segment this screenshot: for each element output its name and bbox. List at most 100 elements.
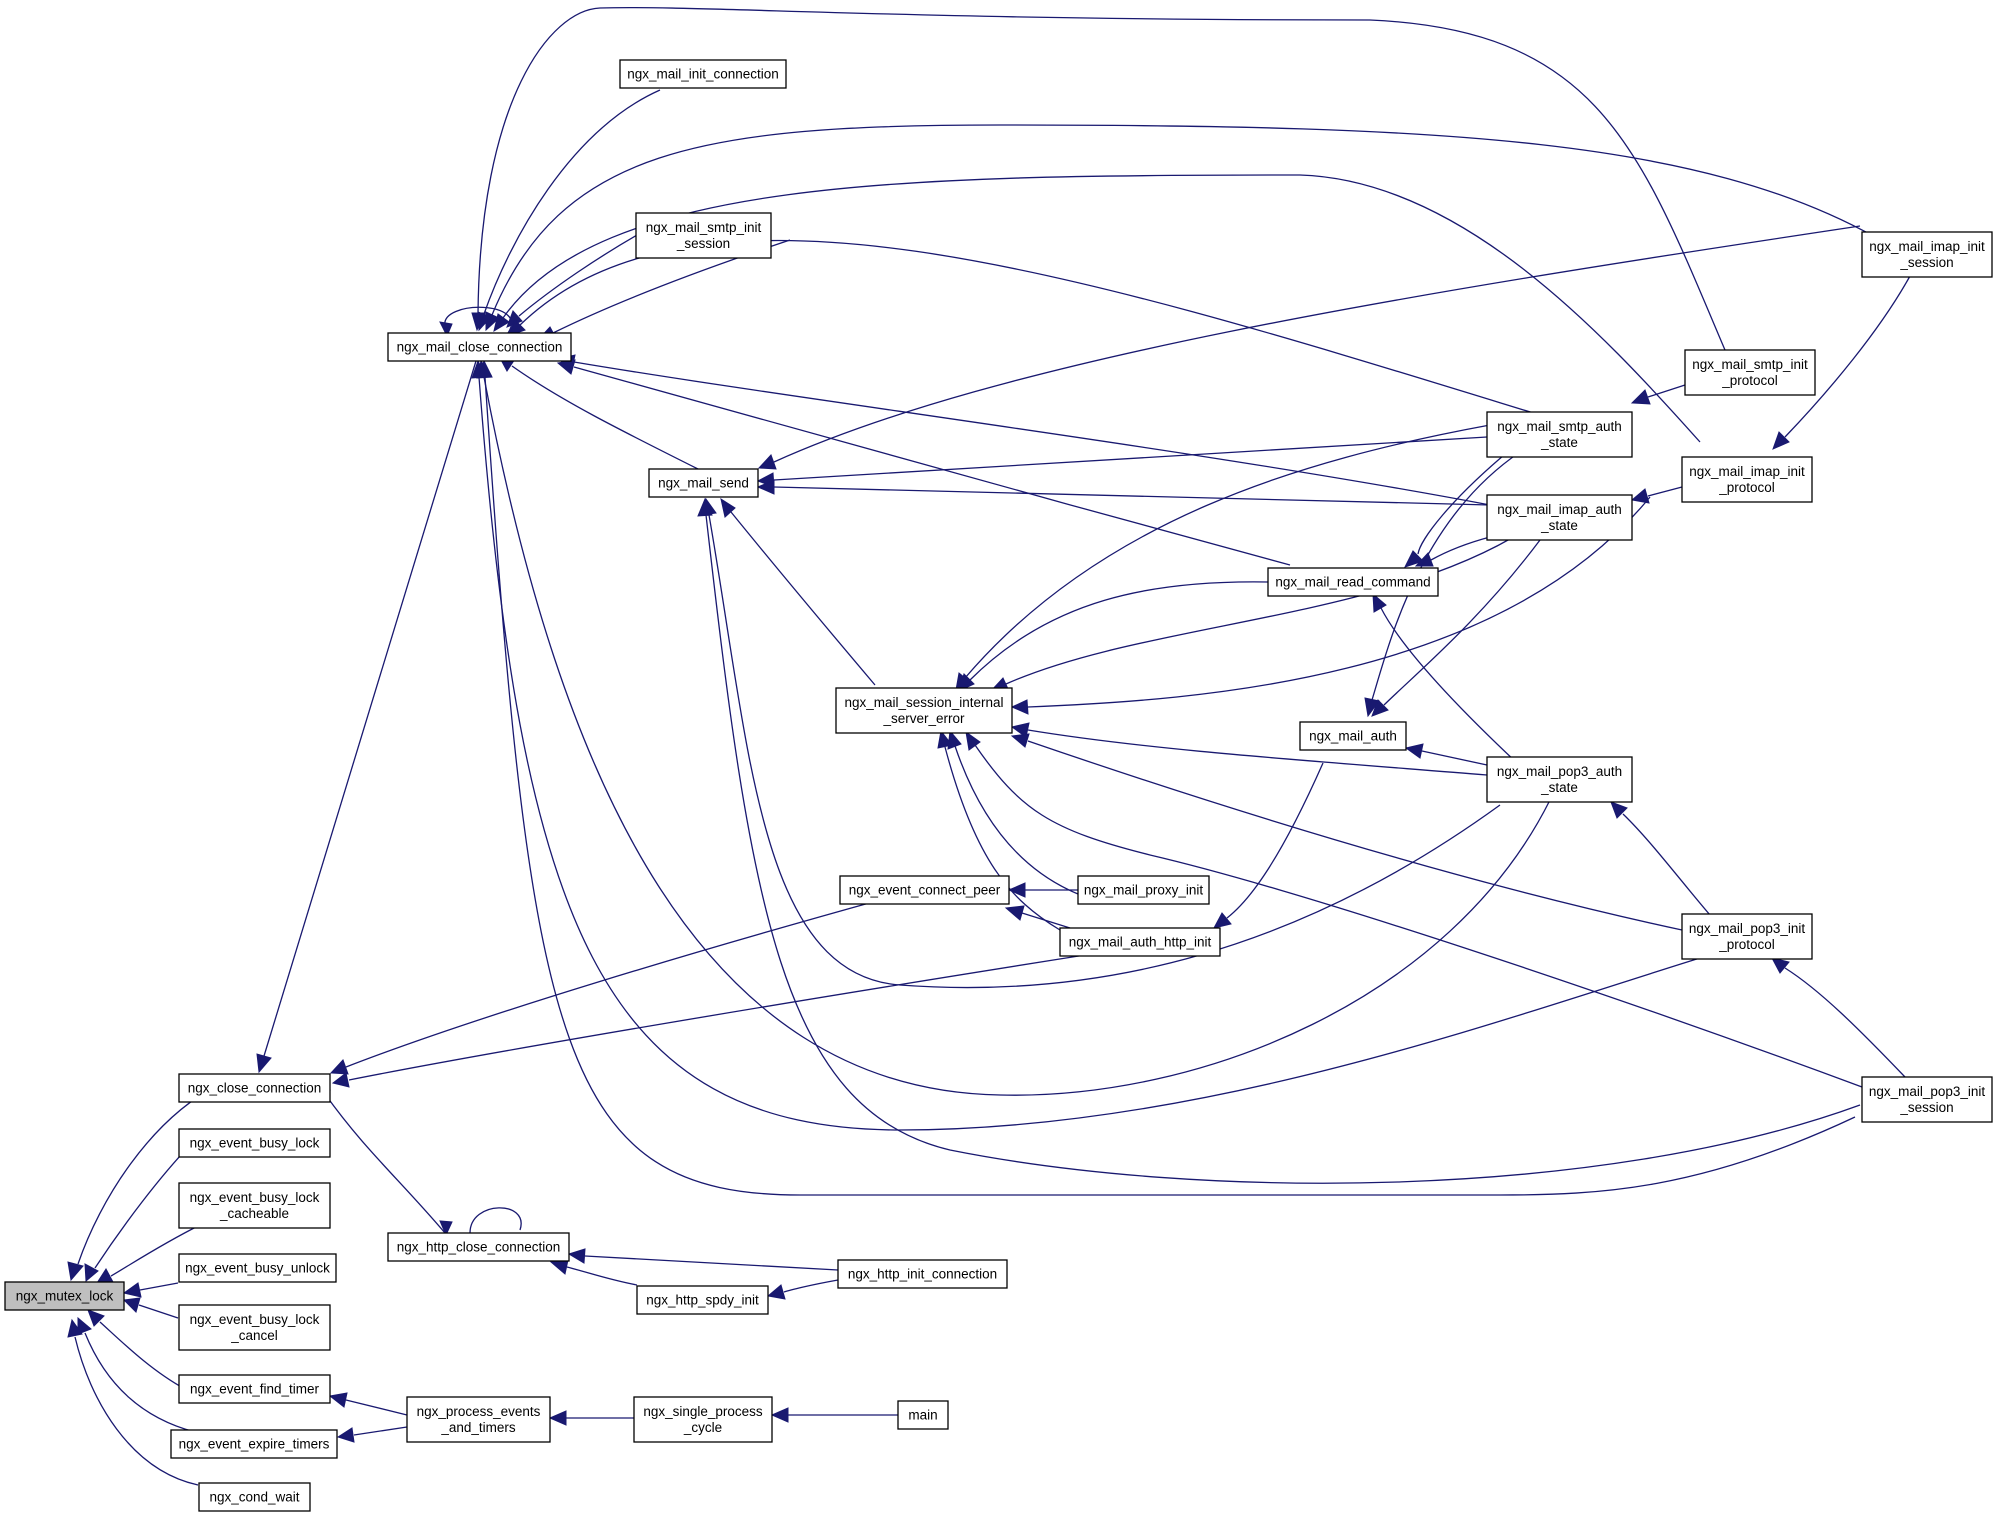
edge-mail-imap-auth-state-to-mail-auth bbox=[1371, 539, 1541, 717]
node-busy-unlock[interactable]: ngx_event_busy_unlock bbox=[178, 1253, 337, 1283]
edge-mail-pop3-init-session-to-mail-session-ise bbox=[965, 730, 1863, 1088]
edge-mail-imap-auth-state-to-mail-session-ise bbox=[989, 519, 1541, 692]
node-event-connect-peer[interactable]: ngx_event_connect_peer bbox=[839, 875, 1010, 905]
node-label: ngx_mail_smtp_init bbox=[646, 220, 762, 235]
edge-busy-lock-cancel-to-mutex-lock bbox=[122, 1297, 179, 1319]
edge-http-spdy-init-to-http-close-connection bbox=[549, 1259, 638, 1286]
node-label: ngx_cond_wait bbox=[209, 1490, 299, 1505]
node-box bbox=[636, 1285, 769, 1315]
node-process-events[interactable]: ngx_process_events_and_timers bbox=[406, 1396, 551, 1443]
node-label: ngx_mutex_lock bbox=[16, 1289, 114, 1304]
node-mutex-lock[interactable]: ngx_mutex_lock bbox=[4, 1281, 125, 1311]
node-label: ngx_event_busy_lock bbox=[190, 1190, 320, 1205]
node-mail-pop3-auth-state[interactable]: ngx_mail_pop3_auth_state bbox=[1486, 756, 1633, 803]
node-find-timer[interactable]: ngx_event_find_timer bbox=[178, 1374, 331, 1404]
edge-mail-imap-init-session-to-mail-imap-init-protocol bbox=[1772, 275, 1911, 450]
node-mail-proxy-init[interactable]: ngx_mail_proxy_init bbox=[1077, 875, 1210, 905]
edge-http-close-connection-to-close-connection bbox=[314, 1079, 446, 1234]
node-box bbox=[1681, 913, 1813, 960]
edge-mail-send-to-mail-close-connection bbox=[498, 355, 701, 471]
node-label: _server_error bbox=[882, 711, 965, 726]
node-box bbox=[635, 212, 772, 259]
node-close-connection[interactable]: ngx_close_connection bbox=[178, 1073, 331, 1103]
node-box bbox=[178, 1304, 331, 1351]
edge-main-to-single-process-cycle bbox=[770, 1407, 898, 1423]
node-box bbox=[837, 1259, 1008, 1289]
node-main[interactable]: main bbox=[897, 1400, 949, 1430]
edge-mail-proxy-init-to-event-connect-peer bbox=[1007, 882, 1078, 898]
node-box bbox=[897, 1400, 949, 1430]
node-box bbox=[1077, 875, 1210, 905]
node-cond-wait[interactable]: ngx_cond_wait bbox=[198, 1482, 311, 1512]
edge-single-process-cycle-to-process-events bbox=[548, 1410, 634, 1426]
node-label: _state bbox=[1540, 435, 1578, 450]
edge-mail-proxy-init-to-mail-session-ise bbox=[947, 729, 1079, 895]
node-box bbox=[1267, 567, 1439, 597]
edge-mail-pop3-init-session-to-mail-close-connection bbox=[477, 359, 1856, 1196]
node-mail-imap-init-session[interactable]: ngx_mail_imap_init_session bbox=[1861, 231, 1993, 278]
edge-mail-imap-init-session-to-mail-close-connection bbox=[485, 124, 1876, 332]
node-label: ngx_close_connection bbox=[188, 1081, 322, 1096]
node-mail-pop3-init-protocol[interactable]: ngx_mail_pop3_init_protocol bbox=[1681, 913, 1813, 960]
node-label: ngx_event_expire_timers bbox=[179, 1437, 330, 1452]
edge-find-timer-to-mutex-lock bbox=[87, 1309, 186, 1390]
node-box bbox=[178, 1128, 331, 1158]
node-mail-auth-http-init[interactable]: ngx_mail_auth_http_init bbox=[1059, 927, 1221, 957]
node-busy-lock-cancel[interactable]: ngx_event_busy_lock_cancel bbox=[178, 1304, 331, 1351]
node-busy-lock-cacheable[interactable]: ngx_event_busy_lock_cacheable bbox=[178, 1182, 331, 1229]
node-box bbox=[839, 875, 1010, 905]
edge-mail-smtp-auth-state-to-mail-session-ise bbox=[955, 424, 1491, 691]
node-label: _state bbox=[1540, 780, 1578, 795]
node-box bbox=[406, 1396, 551, 1443]
edges bbox=[67, 6, 1911, 1486]
node-box bbox=[1861, 1076, 1993, 1123]
edge-mail-imap-init-protocol-to-mail-imap-auth-state bbox=[1630, 486, 1683, 504]
node-label: ngx_mail_proxy_init bbox=[1084, 883, 1204, 898]
node-mail-pop3-init-session[interactable]: ngx_mail_pop3_init_session bbox=[1861, 1076, 1993, 1123]
edge-mail-smtp-auth-state-to-mail-read-command bbox=[1404, 449, 1511, 568]
node-box bbox=[198, 1482, 311, 1512]
node-mail-smtp-auth-state[interactable]: ngx_mail_smtp_auth_state bbox=[1486, 411, 1633, 458]
edge-mail-session-ise-to-mail-send bbox=[720, 497, 876, 686]
node-label: _protocol bbox=[1718, 937, 1775, 952]
node-http-close-connection[interactable]: ngx_http_close_connection bbox=[387, 1232, 570, 1262]
node-single-process-cycle[interactable]: ngx_single_process_cycle bbox=[633, 1396, 773, 1443]
node-label: ngx_mail_send bbox=[658, 476, 749, 491]
edge-mail-imap-auth-state-to-mail-read-command bbox=[1414, 536, 1491, 567]
node-http-init-connection[interactable]: ngx_http_init_connection bbox=[837, 1259, 1008, 1289]
node-mail-read-command[interactable]: ngx_mail_read_command bbox=[1267, 567, 1439, 597]
node-label: ngx_event_connect_peer bbox=[849, 883, 1001, 898]
node-box bbox=[1681, 456, 1813, 503]
node-mail-smtp-init-session[interactable]: ngx_mail_smtp_init_session bbox=[635, 212, 772, 259]
edge-http-init-connection-to-http-close-connection bbox=[567, 1248, 839, 1271]
node-box bbox=[648, 468, 759, 498]
node-label: ngx_process_events bbox=[417, 1404, 541, 1419]
node-mail-init-connection[interactable]: ngx_mail_init_connection bbox=[619, 59, 787, 89]
node-box bbox=[170, 1429, 338, 1459]
edge-mail-auth-http-init-to-event-connect-peer bbox=[1004, 905, 1071, 929]
edge-mail-pop3-auth-state-to-mail-session-ise bbox=[1010, 722, 1488, 776]
node-label: _cancel bbox=[230, 1328, 278, 1343]
node-http-spdy-init[interactable]: ngx_http_spdy_init bbox=[636, 1285, 769, 1315]
node-label: _protocol bbox=[1718, 480, 1775, 495]
node-mail-smtp-init-protocol[interactable]: ngx_mail_smtp_init_protocol bbox=[1684, 349, 1816, 396]
node-mail-close-connection[interactable]: ngx_mail_close_connection bbox=[387, 332, 572, 362]
node-label: ngx_mail_pop3_init bbox=[1869, 1084, 1986, 1099]
node-label: ngx_http_spdy_init bbox=[646, 1293, 759, 1308]
edge-mail-smtp-init-session-to-mail-close-connection bbox=[506, 224, 656, 328]
edge-mail-smtp-auth-state-to-mail-close-connection bbox=[507, 239, 1541, 416]
node-mail-imap-auth-state[interactable]: ngx_mail_imap_auth_state bbox=[1486, 494, 1633, 541]
node-label: ngx_mail_smtp_auth bbox=[1497, 419, 1622, 434]
node-mail-session-ise[interactable]: ngx_mail_session_internal_server_error bbox=[835, 687, 1013, 734]
node-label: main bbox=[908, 1408, 937, 1423]
edge-mail-pop3-init-protocol-to-mail-session-ise bbox=[1010, 733, 1683, 931]
node-mail-auth[interactable]: ngx_mail_auth bbox=[1299, 721, 1407, 751]
node-expire-timers[interactable]: ngx_event_expire_timers bbox=[170, 1429, 338, 1459]
node-label: _cacheable bbox=[219, 1206, 289, 1221]
node-mail-imap-init-protocol[interactable]: ngx_mail_imap_init_protocol bbox=[1681, 456, 1813, 503]
node-box bbox=[1684, 349, 1816, 396]
node-label: ngx_mail_session_internal bbox=[844, 695, 1003, 710]
node-busy-lock[interactable]: ngx_event_busy_lock bbox=[178, 1128, 331, 1158]
node-mail-send[interactable]: ngx_mail_send bbox=[648, 468, 759, 498]
edge-mail-pop3-init-session-to-mail-send bbox=[697, 497, 1861, 1184]
